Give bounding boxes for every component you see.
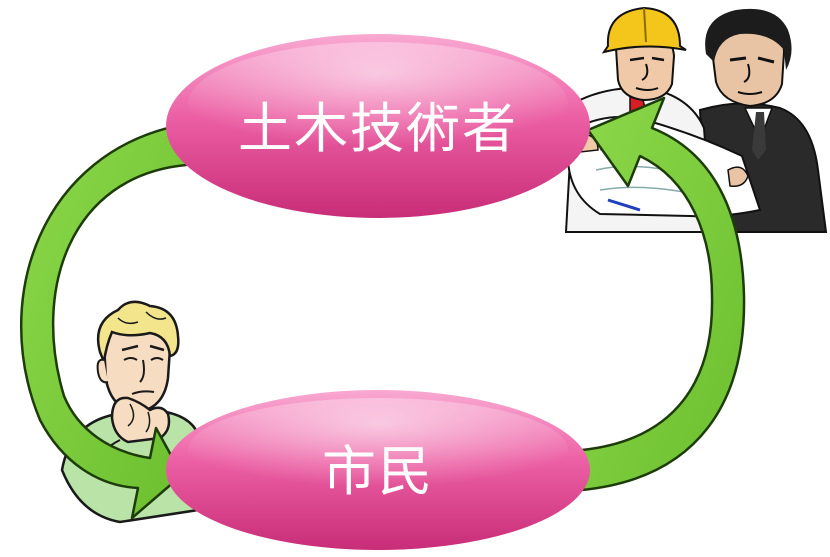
engineer-right-hair-shape [705, 8, 792, 70]
arrow-engineer-to-citizen[interactable] [19, 122, 188, 520]
node-engineer[interactable]: 土木技術者 [166, 34, 590, 218]
node-engineer-label: 土木技術者 [238, 97, 518, 160]
arrow-citizen-to-engineer[interactable] [580, 96, 746, 492]
citizen-hair-shape [96, 300, 180, 363]
node-citizen[interactable]: 市民 [166, 390, 590, 550]
node-citizen-label: 市民 [322, 440, 434, 503]
